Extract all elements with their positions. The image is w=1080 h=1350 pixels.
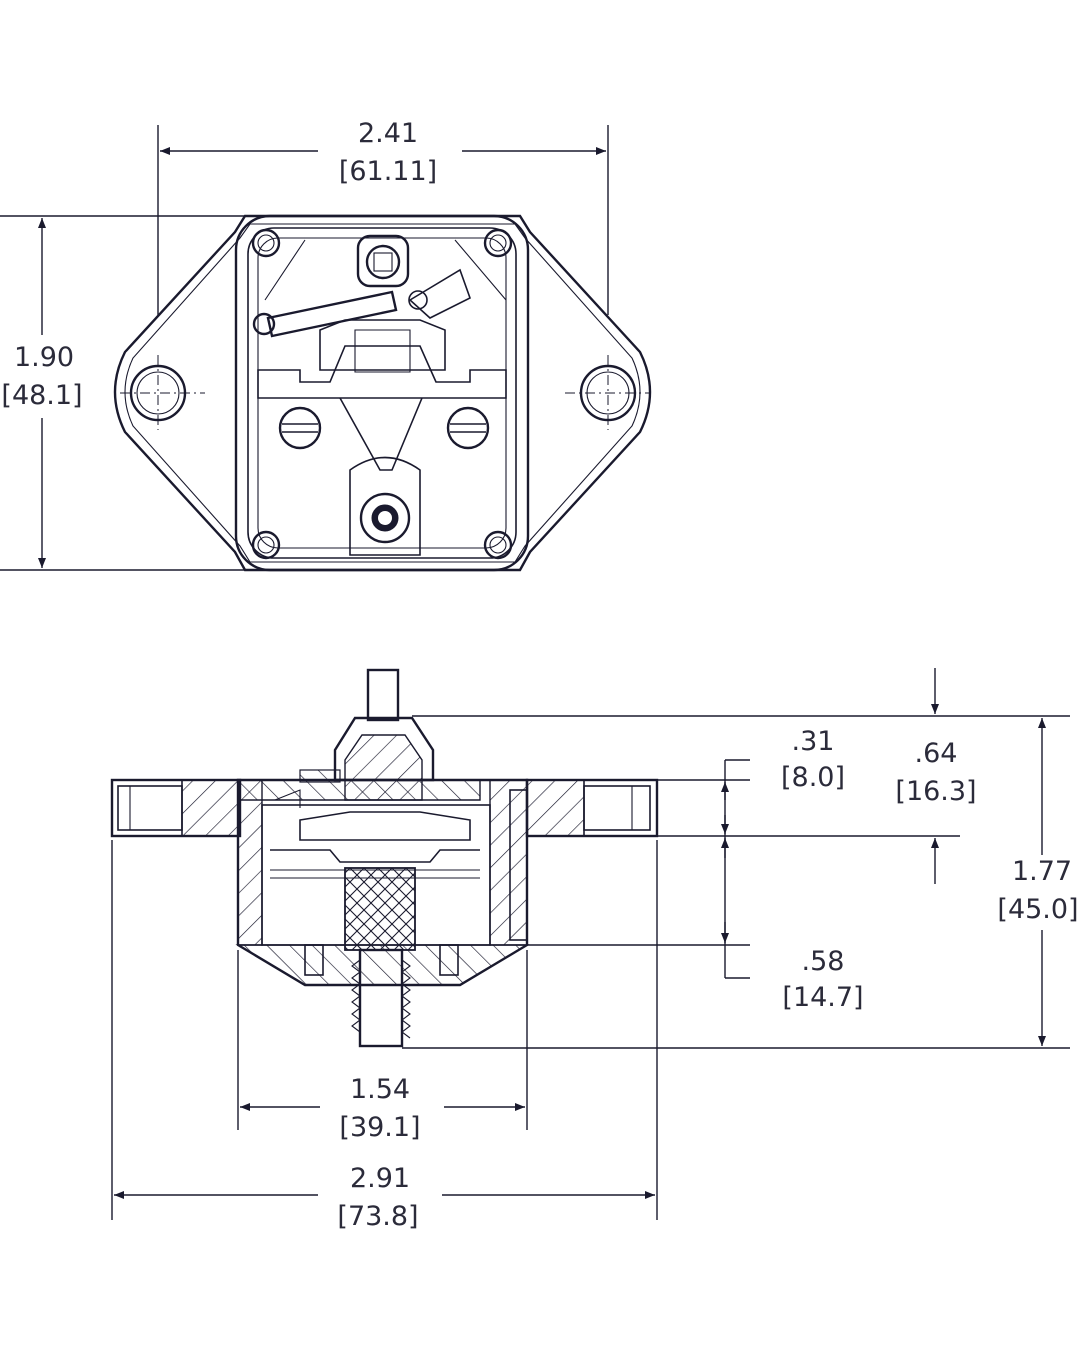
dim-154-mm: [39.1] [339, 1112, 420, 1143]
corner-screws [251, 228, 513, 560]
top-housing-inner2 [257, 237, 507, 549]
dim-064-inch: .64 [915, 738, 958, 769]
mount-hole-right [565, 355, 650, 430]
dim-177-inch: 1.77 [1012, 856, 1072, 887]
top-view: 2.41 [61.11] 1.90 [48.1] [0, 118, 652, 572]
dim-064: .64 [16.3] [412, 668, 1070, 884]
center-block [344, 867, 416, 951]
dim-width-mm: [61.11] [339, 156, 437, 187]
top-housing-inner [247, 227, 517, 559]
dim-291-mm: [73.8] [337, 1201, 418, 1232]
actuator [299, 668, 435, 801]
dim-031-058: .31 [8.0] .58 [14.7] [432, 726, 960, 1013]
dim-291-inch: 2.91 [350, 1163, 410, 1194]
dim-height-inch: 1.90 [14, 342, 74, 373]
dim-height-top: 1.90 [48.1] [0, 215, 244, 571]
mount-hole-left [120, 355, 205, 430]
spring [252, 290, 398, 338]
top-housing-outer [234, 214, 530, 572]
dim-058-inch: .58 [802, 946, 845, 977]
top-mechanism [252, 234, 507, 556]
side-view: .31 [8.0] .58 [14.7] .64 [16.3] 1.77 [45… [110, 668, 1079, 1232]
dim-177: 1.77 [45.0] [402, 718, 1079, 1049]
dim-031-inch: .31 [792, 726, 835, 757]
top-flange-outline [113, 214, 652, 572]
dim-058-mm: [14.7] [782, 982, 863, 1013]
dim-291: 2.91 [73.8] [111, 840, 658, 1232]
dim-height-mm: [48.1] [1, 380, 82, 411]
dim-177-mm: [45.0] [997, 894, 1078, 925]
terminal-stud [304, 944, 459, 1048]
dim-154-inch: 1.54 [350, 1074, 410, 1105]
dim-width-inch: 2.41 [358, 118, 418, 149]
dim-width-top: 2.41 [61.11] [157, 118, 609, 315]
dim-064-mm: [16.3] [895, 776, 976, 807]
dim-031-mm: [8.0] [781, 762, 845, 793]
dim-154: 1.54 [39.1] [237, 950, 528, 1143]
